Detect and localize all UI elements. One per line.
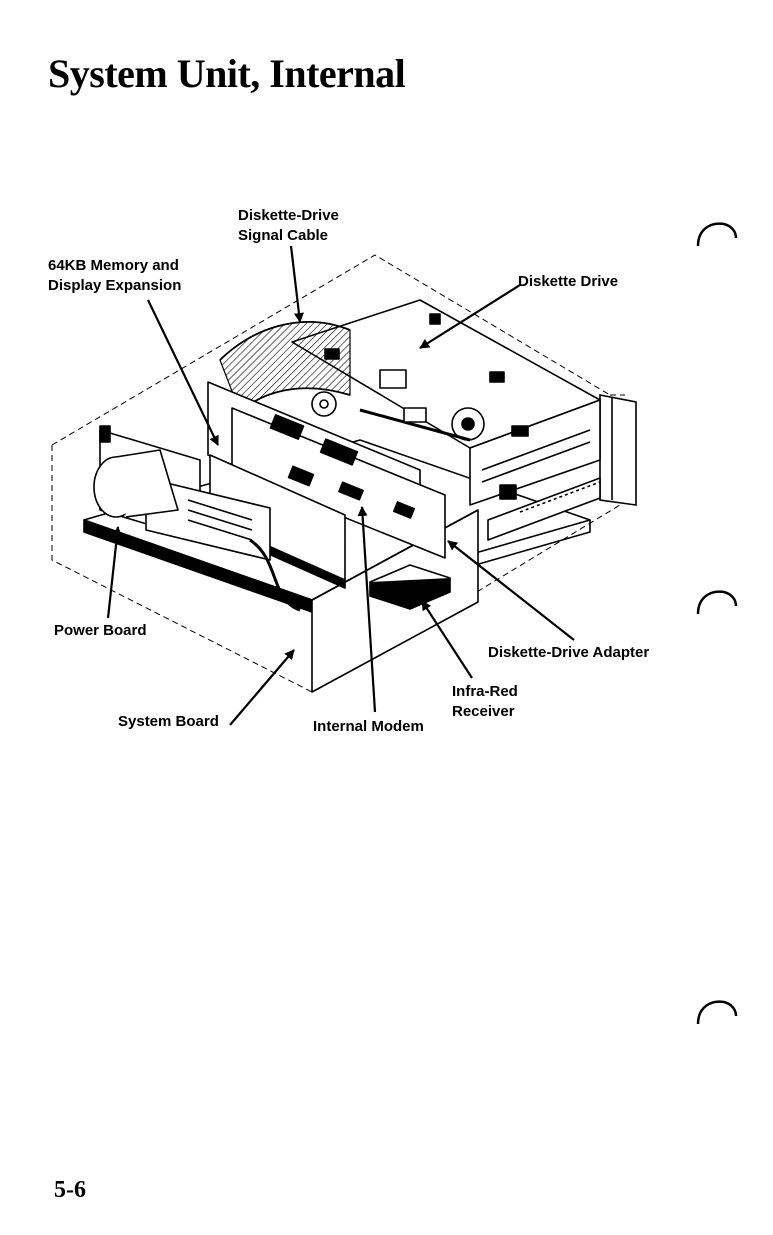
right-side-panel [600,395,636,505]
binder-mark-middle [694,586,740,616]
page-number: 5-6 [54,1177,86,1204]
binder-mark-bottom [694,996,740,1026]
binder-mark-top [694,218,740,248]
